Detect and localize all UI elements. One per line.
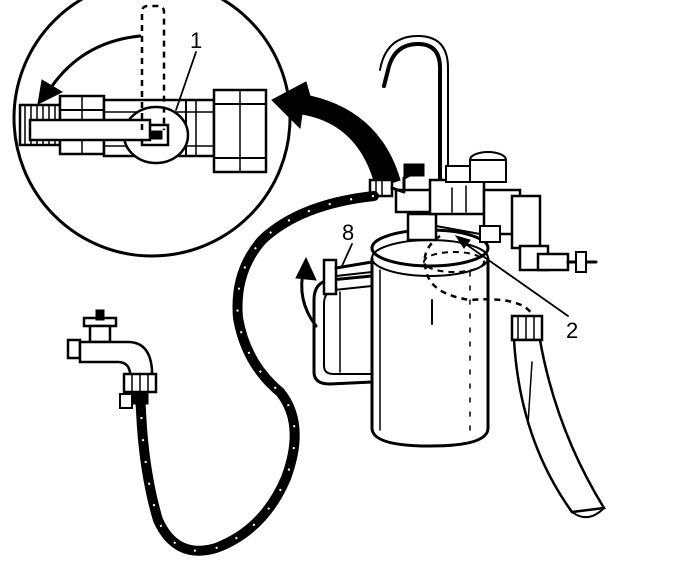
inset-lever-phantom — [140, 4, 166, 130]
callout-2-leader — [459, 239, 569, 317]
inset-hex-nut-right — [212, 88, 268, 174]
detail-inset: 1 — [12, 0, 292, 258]
handle-bracket — [322, 258, 374, 296]
gooseneck-spout — [382, 42, 442, 192]
wall-faucet — [66, 309, 158, 409]
hose-inlet-fitting — [368, 178, 406, 198]
tank-assembly: 8 — [295, 35, 598, 448]
callout-2-label: 2 — [566, 318, 578, 343]
inset-pointer-arrow-icon — [271, 81, 401, 189]
valve-manifold — [394, 151, 598, 273]
callout-1-label: 1 — [190, 28, 202, 53]
callout-8-label: 8 — [342, 220, 354, 245]
supply-hose — [135, 191, 379, 556]
internal-fill-tube — [423, 234, 534, 315]
tank-body — [370, 228, 490, 448]
handle-rotation-arrow-icon — [295, 256, 318, 328]
inset-lever-solid — [28, 118, 152, 142]
callout-1-leader — [175, 51, 197, 111]
tank-handle — [312, 274, 374, 386]
callout-8-leader — [341, 243, 353, 267]
drain-hose — [510, 314, 607, 519]
inset-rotation-arrow-icon — [37, 34, 142, 105]
